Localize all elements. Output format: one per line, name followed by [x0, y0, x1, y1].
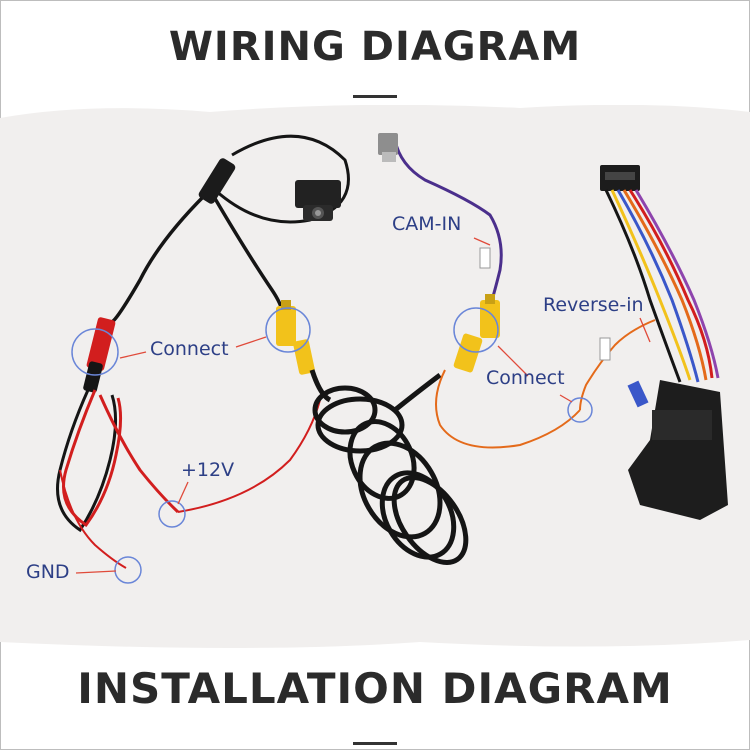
connect-right-label: Connect [486, 367, 565, 389]
camera-harness [83, 134, 350, 393]
power-leads [56, 389, 321, 569]
plus12v-marker [158, 500, 186, 528]
photo-backdrop [0, 105, 750, 648]
title-underline [353, 95, 397, 98]
gnd-label: GND [26, 561, 70, 583]
callouts [71, 237, 651, 584]
reverse-connect-marker [567, 397, 593, 423]
footer-underline [353, 742, 397, 745]
gnd-marker [114, 556, 142, 584]
reverse-in-label: Reverse-in [543, 294, 644, 316]
connect-left-power-marker [71, 328, 119, 376]
installation-title: INSTALLATION DIAGRAM [77, 664, 673, 713]
iso-harness [579, 165, 728, 520]
plus12v-label: +12V [181, 459, 235, 481]
connect-right-rca-marker [453, 307, 499, 353]
page-title: WIRING DIAGRAM [168, 24, 582, 70]
connect-left-rca-marker [265, 307, 311, 353]
connect-left-label: Connect [150, 338, 229, 360]
cam-in-label: CAM-IN [392, 213, 462, 235]
camera-icon [295, 180, 341, 221]
wiring-photo [0, 105, 750, 648]
coiled-cable [309, 369, 469, 565]
